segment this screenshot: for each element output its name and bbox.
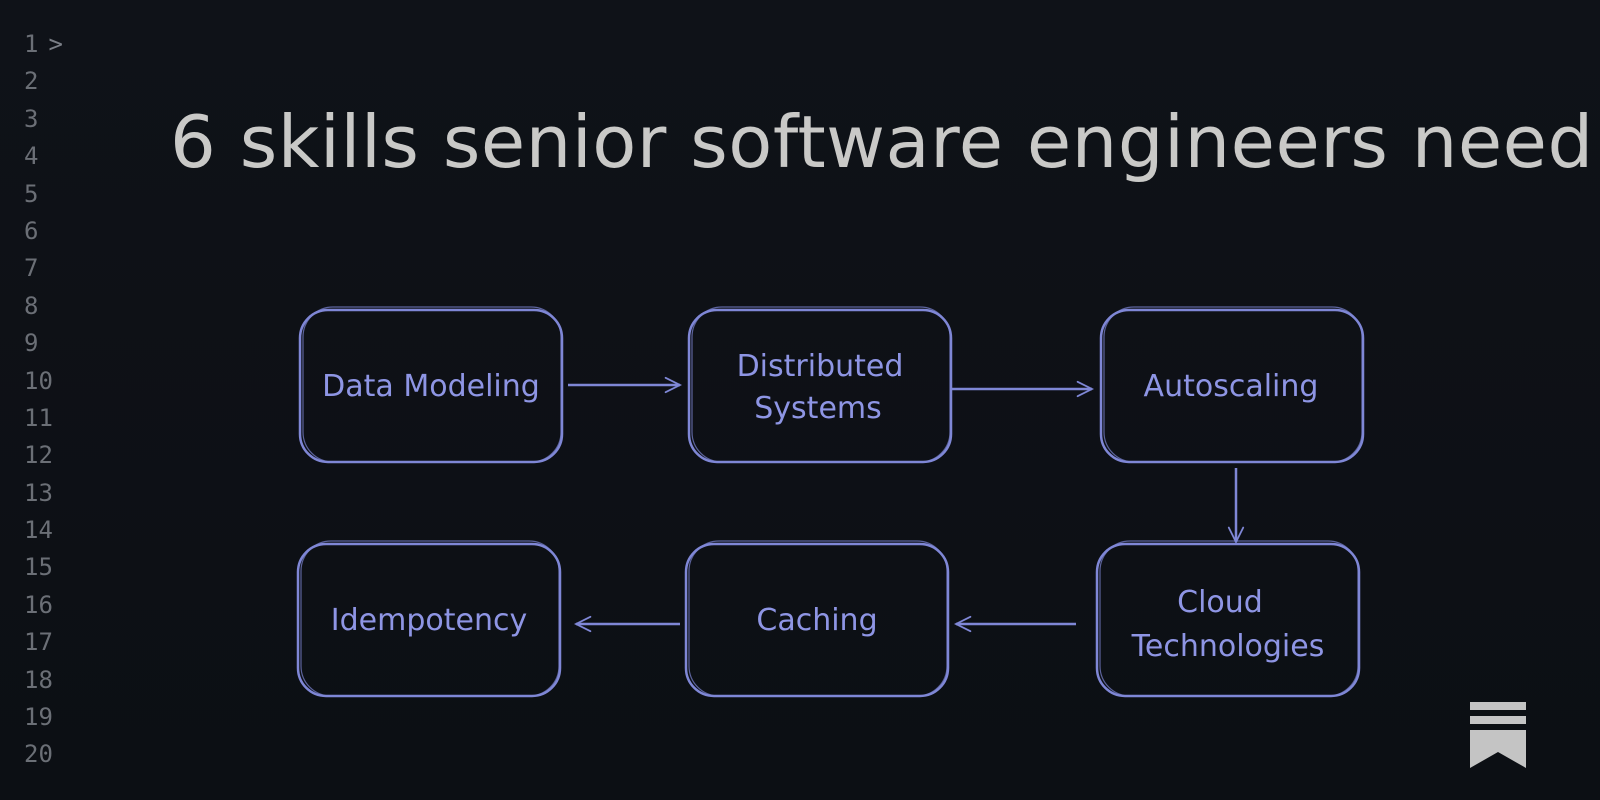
- node-idempotency: Idempotency: [296, 540, 562, 698]
- line-number: 17: [24, 624, 84, 661]
- line-number: 14: [24, 512, 84, 549]
- line-number-text: 2: [24, 67, 39, 96]
- line-number: 2: [24, 63, 84, 100]
- line-number-text: 1: [24, 30, 39, 58]
- line-number-text: 6: [24, 216, 39, 245]
- line-number-text: 18: [24, 665, 53, 694]
- node-label-distributed-systems-line1: Distributed: [737, 349, 904, 384]
- line-number-text: 3: [24, 104, 39, 133]
- node-cloud-technologies: Cloud Technologies: [1095, 540, 1361, 698]
- line-number-text: 20: [24, 740, 53, 769]
- line-number-text: 14: [24, 516, 53, 545]
- node-label-cloud-technologies-line2: Technologies: [1131, 629, 1325, 664]
- bookmark-stack-icon: [1470, 702, 1526, 768]
- node-autoscaling: Autoscaling: [1099, 306, 1365, 464]
- line-number-text: 17: [24, 628, 53, 657]
- line-number: 8: [24, 288, 84, 325]
- node-label-autoscaling: Autoscaling: [1144, 369, 1319, 404]
- line-number: 4: [24, 138, 84, 175]
- line-number: 7: [24, 250, 84, 287]
- line-number-text: 16: [24, 590, 53, 619]
- node-label-caching: Caching: [756, 603, 877, 638]
- line-number-text: 10: [24, 366, 53, 395]
- page-title: 6 skills senior software engineers need: [170, 100, 1594, 184]
- line-number-text: 15: [24, 553, 53, 582]
- line-number-text: 7: [24, 254, 39, 283]
- line-number-text: 8: [24, 291, 39, 320]
- line-number: 12: [24, 437, 84, 474]
- line-number: 1>: [24, 26, 84, 63]
- line-number: 13: [24, 475, 84, 512]
- line-number: 11: [24, 400, 84, 437]
- line-number-text: 12: [24, 441, 53, 470]
- node-data-modeling: Data Modeling: [298, 306, 564, 464]
- line-number: 18: [24, 662, 84, 699]
- line-number-text: 4: [24, 142, 39, 171]
- node-label-distributed-systems-line2: Systems: [754, 391, 882, 426]
- node-caching: Caching: [684, 540, 950, 698]
- line-number: 15: [24, 549, 84, 586]
- line-number: 10: [24, 363, 84, 400]
- node-label-cloud-technologies-line1: Cloud: [1177, 585, 1263, 620]
- line-number: 19: [24, 699, 84, 736]
- line-number-text: 11: [24, 403, 53, 432]
- line-number-text: 9: [24, 329, 39, 358]
- line-number: 6: [24, 213, 84, 250]
- line-number: 20: [24, 736, 84, 773]
- node-label-data-modeling: Data Modeling: [322, 369, 540, 404]
- line-number: 3: [24, 101, 84, 138]
- line-number: 9: [24, 325, 84, 362]
- line-number: 16: [24, 587, 84, 624]
- line-number-text: 13: [24, 478, 53, 507]
- line-number: 5: [24, 176, 84, 213]
- line-number-text: 5: [24, 179, 39, 208]
- chevron-right-icon[interactable]: >: [48, 30, 63, 58]
- node-distributed-systems: Distributed Systems: [687, 306, 953, 464]
- node-label-idempotency: Idempotency: [331, 603, 527, 638]
- line-number-text: 19: [24, 703, 53, 732]
